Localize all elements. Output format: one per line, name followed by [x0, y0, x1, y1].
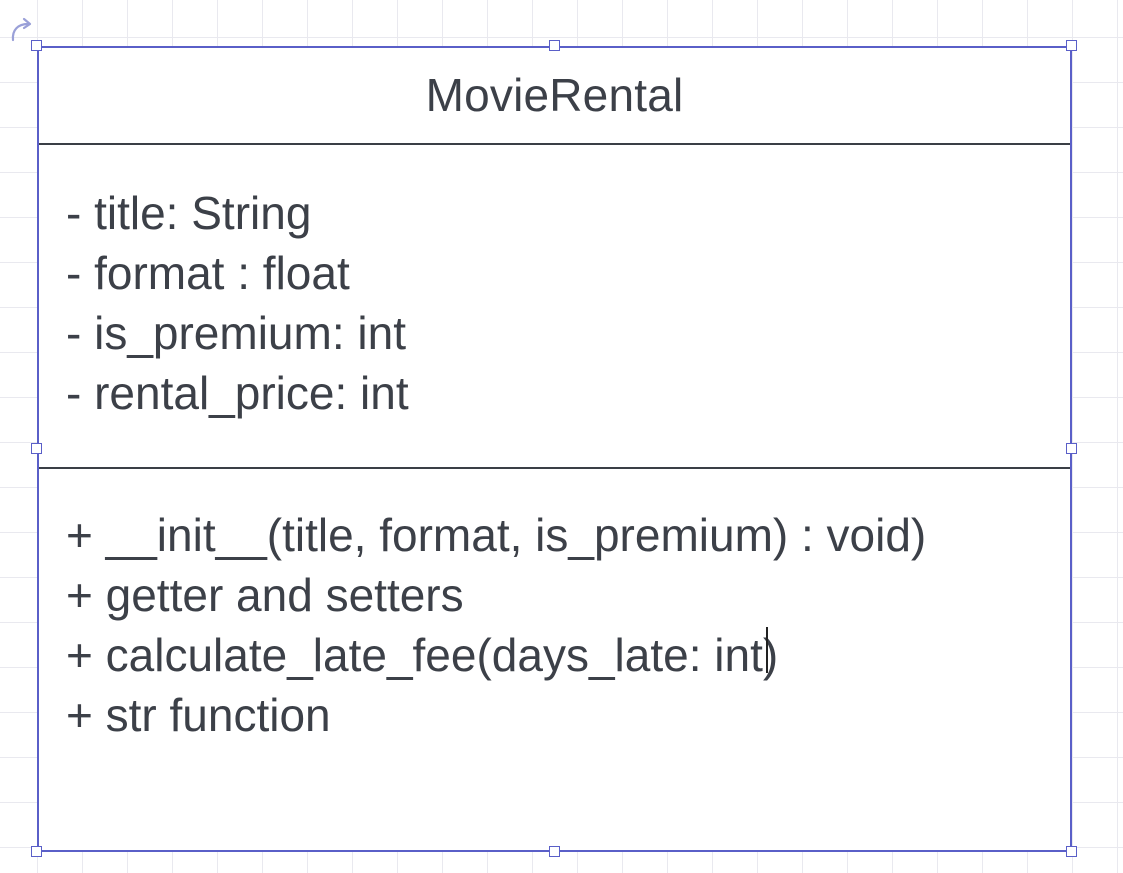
text-caret	[766, 627, 768, 673]
uml-class-box[interactable]: MovieRental - title: String - format : f…	[37, 46, 1072, 852]
method-item[interactable]: + calculate_late_fee(days_late: int)	[66, 629, 779, 681]
class-name[interactable]: MovieRental	[425, 69, 684, 121]
method-item[interactable]: + __init__(title, format, is_premium) : …	[66, 509, 927, 561]
resize-handle-bottom[interactable]	[549, 846, 560, 857]
rotate-icon[interactable]	[8, 16, 36, 44]
method-item[interactable]: + getter and setters	[66, 569, 464, 621]
attribute-list: - title: String - format : float - is_pr…	[66, 183, 1051, 423]
resize-handle-bottom-left[interactable]	[31, 846, 42, 857]
resize-handle-bottom-right[interactable]	[1066, 846, 1077, 857]
resize-handle-top[interactable]	[549, 40, 560, 51]
attribute-item[interactable]: - format : float	[66, 247, 350, 299]
attribute-item[interactable]: - rental_price: int	[66, 367, 409, 419]
resize-handle-left[interactable]	[31, 443, 42, 454]
attributes-section[interactable]: - title: String - format : float - is_pr…	[38, 145, 1071, 469]
attribute-item[interactable]: - title: String	[66, 187, 312, 239]
resize-handle-top-left[interactable]	[31, 40, 42, 51]
method-list: + __init__(title, format, is_premium) : …	[66, 505, 1051, 745]
resize-handle-right[interactable]	[1066, 443, 1077, 454]
attribute-item[interactable]: - is_premium: int	[66, 307, 406, 359]
class-name-section[interactable]: MovieRental	[38, 47, 1071, 145]
methods-section[interactable]: + __init__(title, format, is_premium) : …	[38, 469, 1071, 851]
resize-handle-top-right[interactable]	[1066, 40, 1077, 51]
method-item[interactable]: + str function	[66, 689, 331, 741]
